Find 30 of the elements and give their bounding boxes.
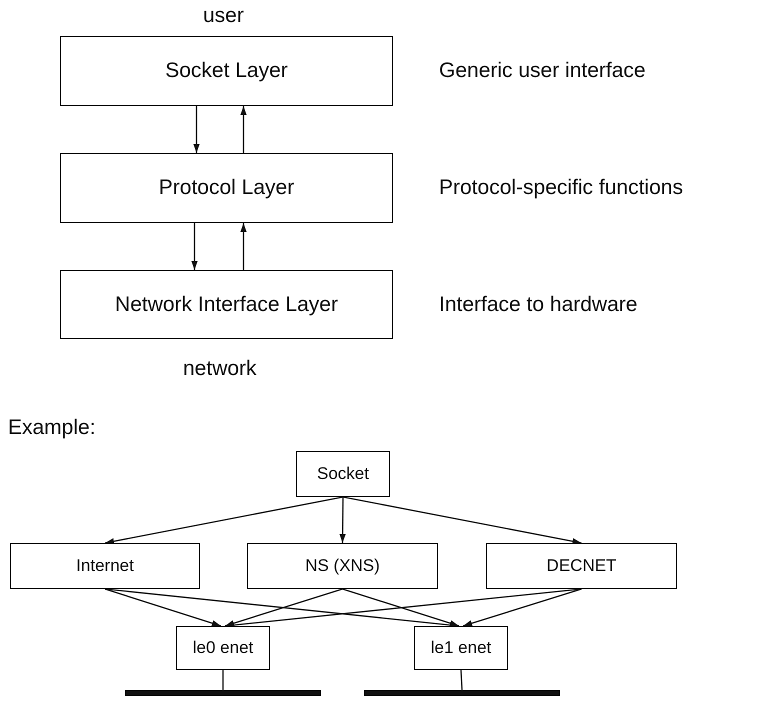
arrow (104, 496, 344, 544)
layer-box: Socket Layer (60, 36, 393, 106)
arrow (342, 588, 460, 627)
arrow (224, 588, 343, 627)
layer-description: Interface to hardware (439, 292, 638, 316)
network-cable-bar (364, 690, 560, 696)
layer-description: Protocol-specific functions (439, 176, 683, 200)
arrow (191, 223, 198, 270)
protocol-box: Internet (10, 543, 200, 589)
user-label: user (203, 4, 244, 28)
protocol-box: le1 enet (414, 626, 508, 670)
example-heading: Example: (8, 416, 96, 440)
protocol-box: NS (XNS) (247, 543, 438, 589)
protocol-box: Socket (296, 451, 390, 497)
layer-description: Generic user interface (439, 59, 646, 83)
arrow (342, 496, 582, 544)
protocol-box: le0 enet (176, 626, 270, 670)
arrow (193, 106, 200, 153)
layer-box: Protocol Layer (60, 153, 393, 223)
layer-box: Network Interface Layer (60, 270, 393, 339)
protocol-box: DECNET (486, 543, 677, 589)
arrow (240, 223, 247, 270)
arrow (462, 588, 582, 627)
connector-line (460, 670, 463, 690)
connector-line (222, 670, 224, 690)
arrow (339, 497, 346, 543)
arrow (240, 106, 247, 153)
arrow (104, 588, 222, 627)
network-cable-bar (125, 690, 321, 696)
network-label: network (183, 357, 257, 381)
